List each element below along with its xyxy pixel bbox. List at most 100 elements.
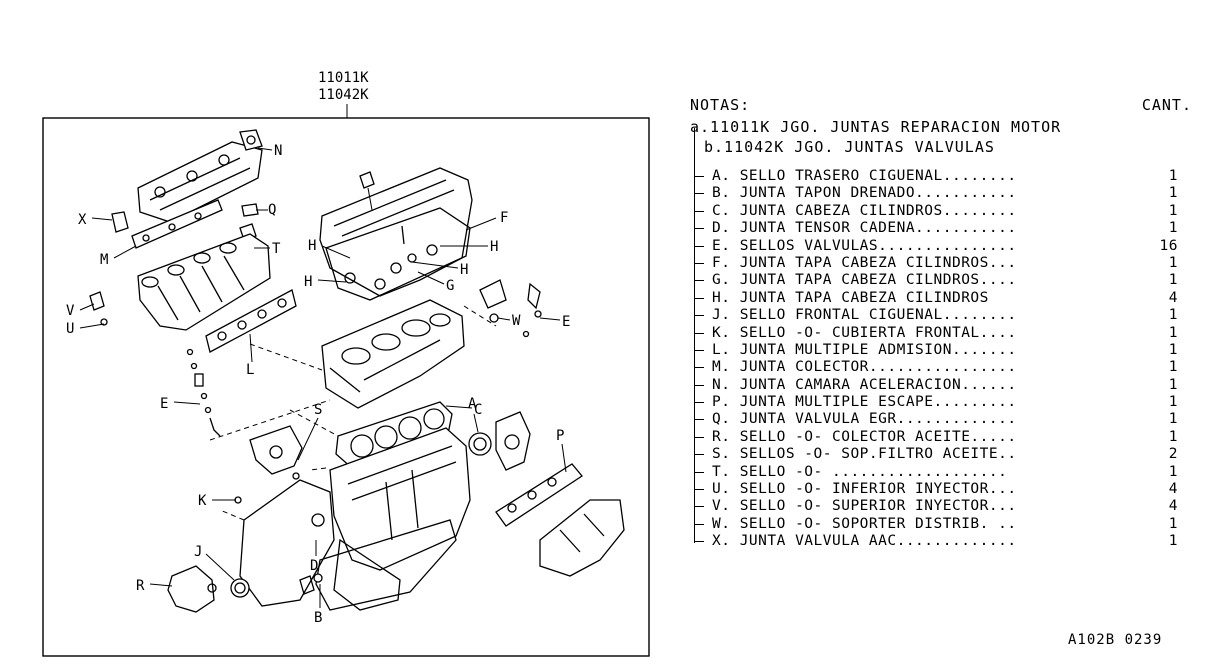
part-quantity: 1 (1168, 411, 1178, 428)
list-item: E. SELLOS VALVULAS............... 16 (690, 238, 1200, 255)
part-description: M. JUNTA COLECTOR................ (712, 359, 1017, 376)
collector-gasket (131, 199, 223, 249)
exhaust-manifold-gasket (495, 463, 583, 527)
part-description: B. JUNTA TAPON DRENADO........... (712, 185, 1017, 202)
svg-text:M: M (100, 252, 108, 268)
list-item: R. SELLO -O- COLECTOR ACEITE.....1 (690, 429, 1200, 446)
svg-text:H: H (460, 262, 468, 278)
part-quantity: 1 (1168, 202, 1178, 219)
valve-stem-seals-left (186, 348, 221, 437)
part-quantity: 1 (1168, 341, 1178, 358)
callout-r: R (136, 578, 173, 594)
list-item: P. JUNTA MULTIPLE ESCAPE.........1 (690, 394, 1200, 411)
part-description: C. JUNTA CABEZA CILINDROS........ (712, 202, 1017, 219)
intake-manifold (137, 233, 271, 331)
oil-strainer (167, 565, 217, 613)
svg-text:H: H (308, 238, 316, 254)
cylinder-block (329, 427, 471, 611)
quantity-header: CANT. (1141, 96, 1192, 114)
rear-oil-seal (468, 432, 492, 456)
callout-b: B (314, 584, 322, 626)
list-item: C. JUNTA CABEZA CILINDROS........ 1 (690, 203, 1200, 220)
callout-h: H (411, 261, 468, 278)
svg-text:H: H (490, 239, 498, 255)
tree-tick (694, 506, 704, 508)
list-item: X. JUNTA VALVULA AAC.............1 (690, 533, 1200, 550)
tree-tick (694, 332, 704, 334)
list-item: S. SELLOS -O- SOP.FILTRO ACEITE..2 (690, 446, 1200, 463)
tree-tick (694, 176, 704, 177)
callout-x: X (78, 212, 113, 228)
part-quantity: 4 (1168, 481, 1178, 498)
part-description: J. SELLO FRONTAL CIGUENAL........ (712, 307, 1017, 324)
assembly-line (249, 343, 323, 371)
tree-tick (694, 367, 704, 369)
callout-f: F (465, 210, 508, 231)
callout-h: H (304, 274, 347, 290)
part-quantity: 1 (1168, 359, 1178, 376)
part-description: E. SELLOS VALVULAS............... (712, 237, 1017, 254)
svg-text:E: E (160, 396, 168, 412)
tree-tick (694, 193, 704, 195)
rocker-cover (319, 167, 473, 297)
callout-e: E (160, 396, 201, 412)
part-description: K. SELLO -O- CUBIERTA FRONTAL.... (712, 324, 1017, 341)
assembly-line (209, 399, 331, 441)
aac-valve-gasket (111, 211, 129, 233)
exploded-engine-diagram: 11011K 11042K (42, 70, 650, 657)
part-quantity: 4 (1168, 289, 1178, 306)
tree-tick (694, 349, 704, 351)
tensioner-and-drain-plug (299, 573, 323, 595)
intake-collector (137, 141, 263, 223)
list-item: B. JUNTA TAPON DRENADO...........1 (690, 185, 1200, 202)
tree-tick (694, 262, 704, 264)
svg-text:J: J (194, 544, 202, 560)
oil-filter-bracket (249, 425, 303, 480)
assembly-line (219, 509, 245, 521)
part-quantity: 1 (1168, 376, 1178, 393)
svg-text:D: D (310, 558, 318, 574)
list-item: U. SELLO -O- INFERIOR INYECTOR... 4 (690, 481, 1200, 498)
callout-q: Q (256, 202, 276, 218)
callout-w: W (497, 313, 521, 329)
list-item: K. SELLO -O- CUBIERTA FRONTAL....1 (690, 325, 1200, 342)
callout-t: T (254, 241, 281, 257)
part-quantity: 4 (1168, 498, 1178, 515)
part-quantity: 16 (1159, 237, 1178, 254)
callout-p: P (556, 428, 567, 473)
part-description: L. JUNTA MULTIPLE ADMISION....... (712, 341, 1017, 358)
tree-connector-line (694, 128, 695, 543)
callout-j: J (194, 544, 235, 581)
part-description: U. SELLO -O- INFERIOR INYECTOR... (712, 481, 1017, 498)
svg-text:P: P (556, 428, 564, 444)
callout-g: G (417, 271, 454, 294)
svg-text:E: E (562, 314, 570, 330)
callout-u: U (66, 321, 105, 337)
svg-text:L: L (246, 362, 254, 378)
svg-text:A: A (468, 396, 477, 412)
intake-manifold-gasket (205, 289, 297, 353)
list-item: M. JUNTA COLECTOR................ 1 (690, 359, 1200, 376)
tree-tick (694, 315, 704, 317)
callout-a: A (468, 396, 479, 433)
rear-plate (495, 411, 531, 471)
list-item: V. SELLO -O- SUPERIOR INYECTOR... 4 (690, 498, 1200, 515)
part-description: V. SELLO -O- SUPERIOR INYECTOR... (712, 498, 1017, 515)
notes-title: NOTAS: (690, 96, 751, 114)
callout-h: H (440, 239, 498, 255)
part-description: P. JUNTA MULTIPLE ESCAPE......... (712, 394, 1017, 411)
svg-text:N: N (274, 143, 282, 159)
list-item: W. SELLO -O- SOPORTER DISTRIB. ..1 (690, 516, 1200, 533)
list-item: J. SELLO FRONTAL CIGUENAL........1 (690, 307, 1200, 324)
tree-tick (694, 297, 704, 299)
tree-tick (694, 210, 704, 212)
part-description: X. JUNTA VALVULA AAC............. (712, 533, 1017, 550)
tree-tick (694, 436, 704, 438)
part-description: T. SELLO -O- ................... (712, 463, 1008, 480)
tree-tick (694, 471, 704, 473)
parts-notes-list: NOTAS: CANT. a.11011K JGO. JUNTAS REPARA… (690, 96, 1200, 551)
injector-seals (89, 291, 108, 326)
svg-text:H: H (304, 274, 312, 290)
part-description: N. JUNTA CAMARA ACELERACION...... (712, 376, 1017, 393)
